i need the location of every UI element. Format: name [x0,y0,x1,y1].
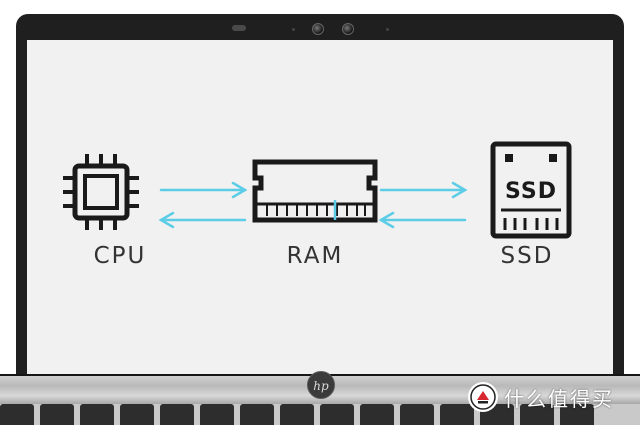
screen: SSD CPU RAM SSD [27,40,613,376]
key [200,404,234,425]
key [80,404,114,425]
webcam-icon [312,23,324,35]
watermark-text: 什么值得买 [504,386,614,411]
laptop-lid: SSD CPU RAM SSD [16,14,624,376]
key [0,404,34,425]
hp-logo-text: hp [313,379,329,393]
ssd-chip-label: SSD [505,179,557,204]
cpu-icon [63,154,139,230]
arrow-left-icon [378,211,467,229]
key [560,404,594,425]
watermark: 什么值得买 [468,380,614,414]
cpu-label: CPU [93,243,147,269]
ram-icon [252,159,378,223]
ssd-label: SSD [500,243,554,269]
webcam-lens-icon [342,23,354,35]
sensor-dot-icon [386,28,389,31]
key [400,404,434,425]
arrow-right-icon [379,181,468,199]
sensor-dot-icon [292,28,295,31]
key [440,404,474,425]
arrow-left-icon [158,211,247,229]
watermark-logo-icon [468,382,498,412]
hp-logo-icon: hp [307,371,335,399]
keyboard-row [0,404,640,425]
key [240,404,274,425]
key [320,404,354,425]
ssd-icon: SSD [490,141,572,239]
arrow-right-icon [159,181,248,199]
key [280,404,314,425]
ir-sensor-icon [232,25,246,31]
memory-hierarchy-diagram: SSD [63,141,572,239]
key [360,404,394,425]
ram-label: RAM [286,243,344,269]
key [120,404,154,425]
webcam-bar [224,20,444,38]
key [520,404,554,425]
key [40,404,74,425]
key [160,404,194,425]
